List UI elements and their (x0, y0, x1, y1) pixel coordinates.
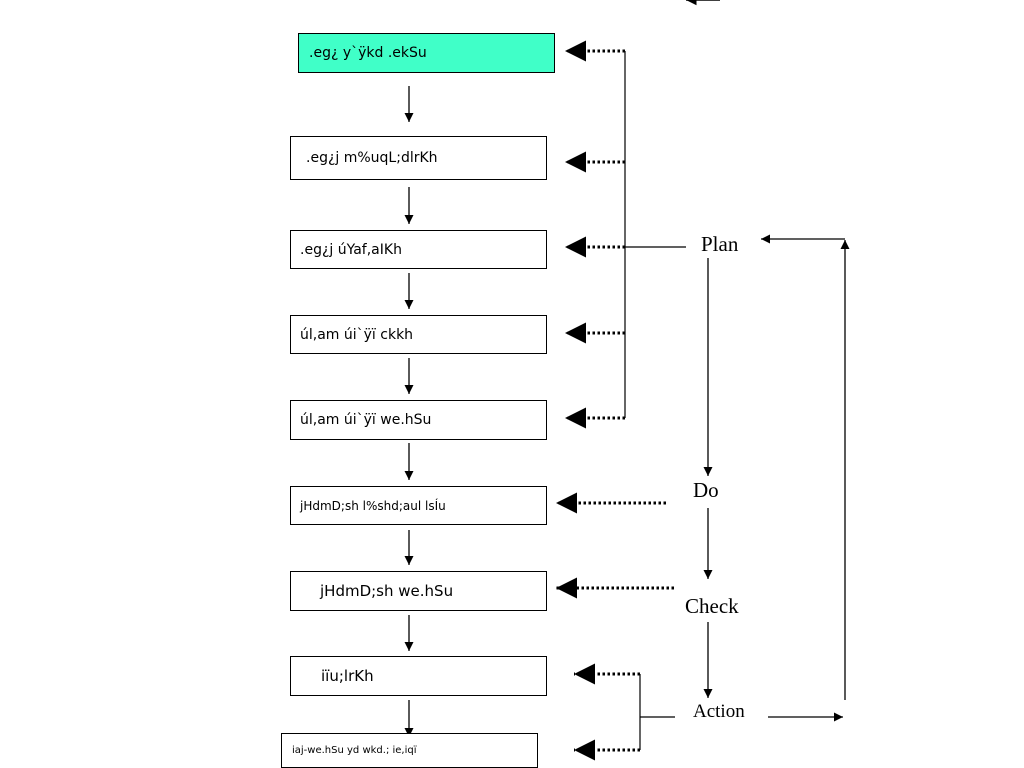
step-box-9: iaj-we.hSu yd wkd.; ie,iqï (281, 733, 538, 768)
step-box-1: .eg¿ y`ÿkd .ekSu (298, 33, 555, 73)
step-label-1: .eg¿ y`ÿkd .ekSu (309, 45, 427, 61)
step-box-2: .eg¿j m%uqL;dlrKh (290, 136, 547, 180)
step-box-5: úl,am úi`ÿï we.hSu (290, 400, 547, 440)
step-box-4: úl,am úi`ÿï ckkh (290, 315, 547, 354)
pdca-cycle-arrows (703, 234, 850, 722)
step-label-8: iïu;lrKh (321, 667, 374, 685)
step-label-3: .eg¿j úYaf,aIKh (300, 241, 402, 258)
check-label: Check (685, 594, 739, 618)
step-box-8: iïu;lrKh (290, 656, 547, 696)
step-label-5: úl,am úi`ÿï we.hSu (300, 412, 432, 428)
step-label-4: úl,am úi`ÿï ckkh (300, 326, 414, 343)
step-box-7: jHdmD;sh we.hSu (290, 571, 547, 611)
step-box-3: .eg¿j úYaf,aIKh (290, 230, 547, 269)
step-label-7: jHdmD;sh we.hSu (320, 582, 454, 600)
plan-label: Plan (701, 232, 739, 256)
step-box-6: jHdmD;sh l%shd;aul lsÍu (290, 486, 547, 525)
step-label-9: iaj-we.hSu yd wkd.; ie,iqï (292, 745, 417, 756)
step-label-2: .eg¿j m%uqL;dlrKh (306, 150, 438, 166)
step-label-6: jHdmD;sh l%shd;aul lsÍu (300, 498, 446, 513)
action-bracket (574, 663, 675, 761)
plan-bracket (565, 40, 686, 429)
do-label: Do (693, 478, 719, 502)
action-label: Action (693, 701, 745, 722)
